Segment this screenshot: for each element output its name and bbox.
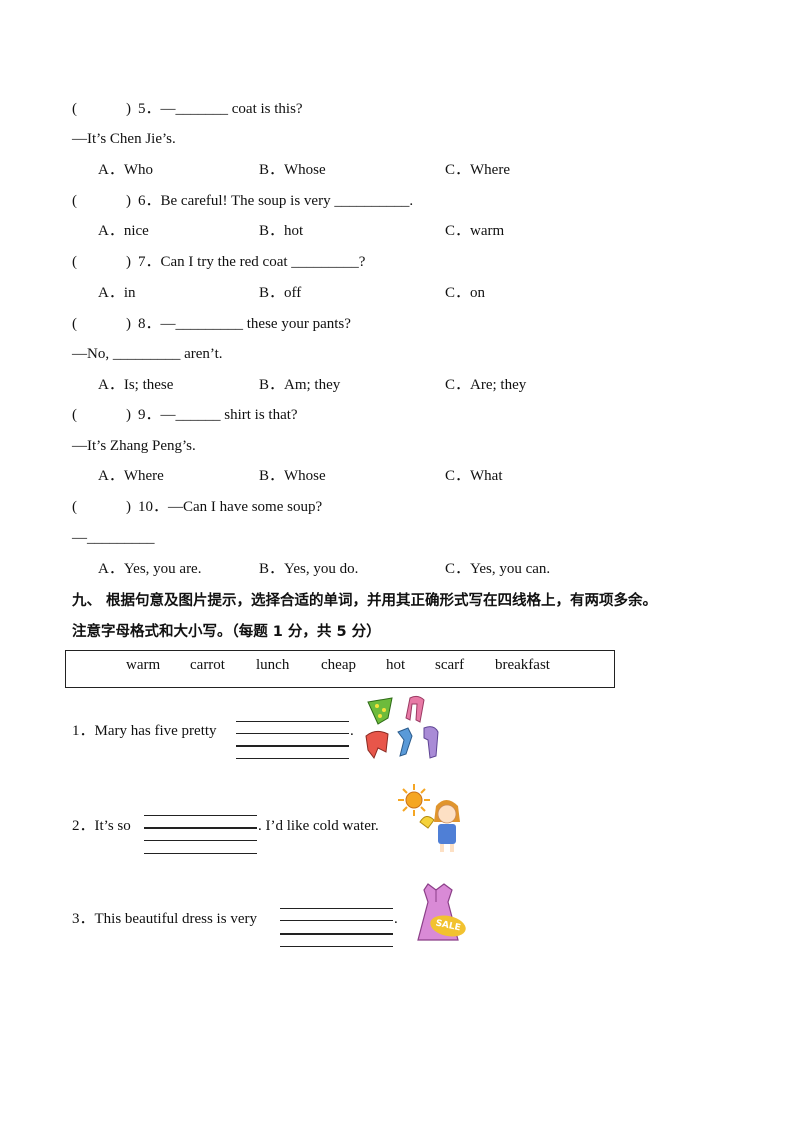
option-b-5: B．Whose	[259, 162, 326, 178]
answer-paren-close-7: )	[126, 254, 131, 270]
fill-item-1: 1．Mary has five pretty	[72, 723, 217, 739]
question-stem-10: 10．—Can I have some soup?	[138, 499, 323, 515]
question-reply-10: —_________	[72, 530, 155, 546]
question-stem-8: 8．—_________ these your pants?	[138, 316, 351, 332]
option-b-8: B．Am; they	[259, 377, 341, 393]
answer-paren-open-7: (	[72, 254, 77, 270]
question-reply-5: —It’s Chen Jie’s.	[72, 131, 176, 147]
option-c-7: C．on	[445, 285, 486, 301]
option-c-10: C．Yes, you can.	[445, 561, 551, 577]
option-a-7: A．in	[98, 285, 136, 301]
answer-paren-close-10: )	[126, 499, 131, 515]
answer-paren-open-5: (	[72, 101, 77, 117]
word-bank-box	[65, 650, 615, 688]
hot-sun-girl-picture	[398, 784, 460, 852]
option-a-10: A．Yes, you are.	[98, 561, 202, 577]
answer-paren-open-10: (	[72, 499, 77, 515]
question-reply-8: —No, _________ aren’t.	[72, 346, 223, 362]
fill-item-3-end: .	[394, 911, 398, 927]
answer-paren-open-8: (	[72, 316, 77, 332]
word-bank-item: cheap	[321, 657, 356, 673]
answer-paren-close-6: )	[126, 193, 131, 209]
section9-title: 九、 根据句意及图片提示，选择合适的单词，并用其正确形式写在四线格上，有两项多余…	[72, 593, 658, 609]
sale-dress-picture	[417, 883, 459, 941]
answer-paren-close-8: )	[126, 316, 131, 332]
option-c-9: C．What	[445, 468, 503, 484]
scarves-picture	[365, 695, 439, 760]
option-a-8: A．Is; these	[98, 377, 174, 393]
fill-item-3: 3．This beautiful dress is very	[72, 911, 257, 927]
option-b-6: B．hot	[259, 223, 304, 239]
word-bank-item: breakfast	[495, 657, 550, 673]
option-c-6: C．warm	[445, 223, 505, 239]
question-stem-6: 6．Be careful! The soup is very _________…	[138, 193, 414, 209]
word-bank-item: hot	[386, 657, 406, 673]
answer-paren-open-9: (	[72, 407, 77, 423]
word-bank-item: warm	[126, 657, 161, 673]
option-c-5: C．Where	[445, 162, 510, 178]
fill-item-2-end: . I’d like cold water.	[258, 818, 379, 834]
option-a-9: A．Where	[98, 468, 164, 484]
answer-paren-close-9: )	[126, 407, 131, 423]
fill-item-1-end: .	[350, 723, 354, 739]
answer-paren-close-5: )	[126, 101, 131, 117]
question-stem-5: 5．—_______ coat is this?	[138, 101, 303, 117]
option-b-7: B．off	[259, 285, 302, 301]
section9-instructions: 注意字母格式和大小写。（每题 1 分，共 5 分）	[72, 624, 381, 640]
word-bank-item: carrot	[190, 657, 225, 673]
question-reply-9: —It’s Zhang Peng’s.	[72, 438, 196, 454]
question-stem-7: 7．Can I try the red coat _________?	[138, 254, 366, 270]
word-bank-item: scarf	[435, 657, 465, 673]
option-b-10: B．Yes, you do.	[259, 561, 359, 577]
answer-paren-open-6: (	[72, 193, 77, 209]
question-stem-9: 9．—______ shirt is that?	[138, 407, 298, 423]
option-c-8: C．Are; they	[445, 377, 527, 393]
word-bank-item: lunch	[256, 657, 290, 673]
option-b-9: B．Whose	[259, 468, 326, 484]
fill-item-2: 2．It’s so	[72, 818, 131, 834]
option-a-5: A．Who	[98, 162, 153, 178]
option-a-6: A．nice	[98, 223, 149, 239]
